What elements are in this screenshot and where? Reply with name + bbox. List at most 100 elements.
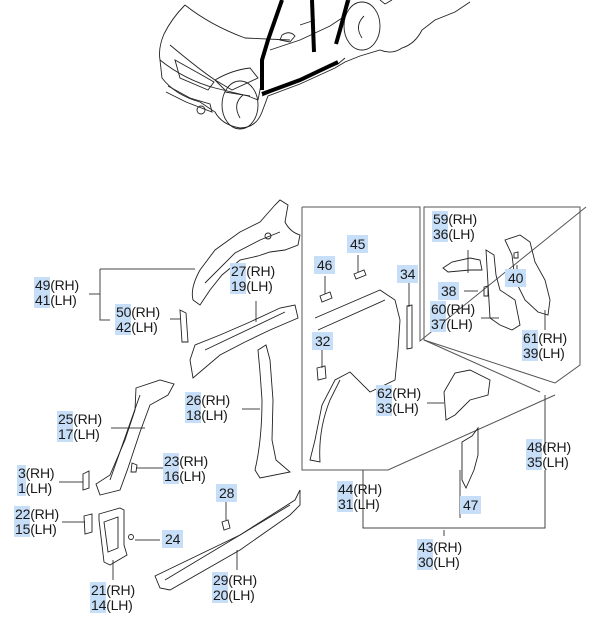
part-number: 43 — [417, 539, 434, 555]
callout-row: 47 — [460, 496, 482, 514]
callout-row: 42(LH) — [115, 319, 160, 335]
callout-row: 30(LH) — [417, 554, 462, 570]
part-number: 37 — [430, 316, 447, 332]
part-number: 26 — [185, 392, 202, 408]
part-quarter-inner — [309, 289, 401, 463]
part-60-37 — [485, 249, 521, 331]
part-number: 38 — [438, 282, 460, 300]
callout-row: 16(LH) — [163, 468, 208, 484]
callout-row: 31(LH) — [337, 496, 382, 512]
part-number: 22 — [14, 506, 31, 522]
callout-row: 44(RH) — [337, 481, 382, 497]
part-number: 23 — [163, 453, 180, 469]
side-designator: (RH) — [448, 211, 477, 227]
callout-45[interactable]: 45 — [347, 235, 369, 253]
callout-28[interactable]: 28 — [216, 484, 238, 502]
callout-row: 62(RH) — [376, 385, 421, 401]
side-designator: (LH) — [448, 226, 475, 242]
callout-59-36[interactable]: 59(RH)36(LH) — [432, 211, 477, 242]
side-designator: (LH) — [73, 426, 100, 442]
callout-row: 45 — [347, 235, 369, 253]
callout-24[interactable]: 24 — [162, 530, 184, 548]
part-46 — [319, 291, 333, 303]
part-38 — [483, 285, 489, 297]
callout-3-1[interactable]: 3(RH)1(LH) — [17, 465, 55, 496]
callout-row: 25(RH) — [57, 411, 102, 427]
callout-row: 61(RH) — [522, 330, 567, 346]
callout-27-19[interactable]: 27(RH)19(LH) — [230, 263, 275, 294]
part-number: 30 — [417, 554, 434, 570]
side-designator: (RH) — [50, 277, 79, 293]
callout-25-17[interactable]: 25(RH)17(LH) — [57, 411, 102, 442]
part-32 — [316, 365, 327, 381]
callout-49-41[interactable]: 49(RH)41(LH) — [34, 277, 79, 308]
side-designator: (LH) — [433, 554, 460, 570]
part-number: 24 — [162, 530, 184, 548]
side-designator: (LH) — [25, 480, 53, 496]
side-designator: (LH) — [353, 496, 380, 512]
callout-50-42[interactable]: 50(RH)42(LH) — [115, 304, 160, 335]
callout-48-35[interactable]: 48(RH)35(LH) — [526, 439, 571, 470]
side-designator: (RH) — [25, 465, 55, 481]
callout-21-14[interactable]: 21(RH)14(LH) — [90, 582, 135, 613]
part-49-41 — [191, 199, 301, 306]
callout-34[interactable]: 34 — [397, 265, 419, 283]
car-overview-illustration — [159, 0, 471, 130]
part-number: 25 — [57, 411, 74, 427]
side-designator: (LH) — [538, 345, 565, 361]
callout-32[interactable]: 32 — [312, 332, 334, 350]
side-designator: (LH) — [446, 316, 473, 332]
side-designator: (LH) — [246, 278, 273, 294]
side-designator: (LH) — [392, 400, 419, 416]
part-number: 62 — [376, 385, 393, 401]
part-number: 50 — [115, 304, 132, 320]
part-number: 61 — [522, 330, 539, 346]
callout-26-18[interactable]: 26(RH)18(LH) — [185, 392, 230, 423]
callout-row: 37(LH) — [430, 316, 475, 332]
callout-61-39[interactable]: 61(RH)39(LH) — [522, 330, 567, 361]
side-designator: (RH) — [30, 506, 59, 522]
callout-29-20[interactable]: 29(RH)20(LH) — [212, 572, 257, 603]
side-designator: (RH) — [73, 411, 102, 427]
part-number: 34 — [397, 265, 419, 283]
side-designator: (RH) — [201, 392, 230, 408]
part-number: 33 — [376, 400, 393, 416]
side-designator: (LH) — [30, 521, 57, 537]
side-designator: (RH) — [228, 572, 257, 588]
side-designator: (LH) — [106, 597, 133, 613]
callout-22-15[interactable]: 22(RH)15(LH) — [14, 506, 59, 537]
callout-row: 43(RH) — [417, 539, 462, 555]
callout-43-30[interactable]: 43(RH)30(LH) — [417, 539, 462, 570]
callout-23-16[interactable]: 23(RH)16(LH) — [163, 453, 208, 484]
side-designator: (RH) — [538, 330, 567, 346]
callout-38[interactable]: 38 — [438, 282, 460, 300]
right-panel-frame — [423, 206, 581, 393]
part-number: 17 — [57, 426, 74, 442]
callout-62-33[interactable]: 62(RH)33(LH) — [376, 385, 421, 416]
callout-44-31[interactable]: 44(RH)31(LH) — [337, 481, 382, 512]
callout-47[interactable]: 47 — [460, 496, 482, 514]
callout-60-37[interactable]: 60(RH)37(LH) — [430, 301, 475, 332]
side-designator: (LH) — [228, 587, 255, 603]
side-designator: (RH) — [131, 304, 160, 320]
callout-row: 1(LH) — [17, 480, 54, 496]
part-number: 15 — [14, 521, 31, 537]
part-number: 40 — [505, 269, 527, 287]
callout-row: 40 — [505, 269, 527, 287]
part-47 — [461, 426, 479, 490]
part-number: 31 — [337, 496, 354, 512]
side-designator: (RH) — [106, 582, 135, 598]
side-designator: (RH) — [179, 453, 208, 469]
part-3-1 — [82, 470, 90, 491]
callout-row: 20(LH) — [212, 587, 257, 603]
part-28 — [221, 519, 231, 531]
side-designator: (RH) — [542, 439, 571, 455]
callout-row: 38 — [438, 282, 460, 300]
callout-46[interactable]: 46 — [314, 256, 336, 274]
side-designator: (RH) — [446, 301, 475, 317]
callout-row: 15(LH) — [14, 521, 59, 537]
callout-40[interactable]: 40 — [505, 269, 527, 287]
side-designator: (RH) — [246, 263, 275, 279]
callout-row: 3(RH) — [17, 465, 55, 481]
